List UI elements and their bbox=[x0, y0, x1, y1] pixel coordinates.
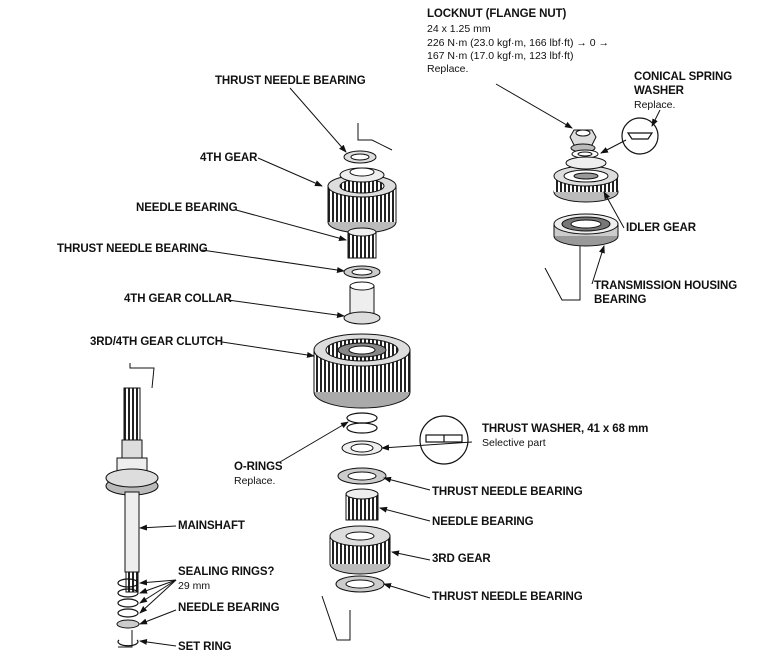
fourth-collar-label: 4TH GEAR COLLAR bbox=[124, 293, 232, 305]
locknut-torque-2: 167 N·m (17.0 kgf·m, 123 lbf·ft) bbox=[427, 50, 574, 62]
thrust-bottom-label: THRUST NEEDLE BEARING bbox=[432, 591, 583, 603]
idler-gear-part bbox=[553, 156, 619, 203]
thrust-needle-bearing-mid-part bbox=[337, 467, 387, 485]
locknut-size: 24 x 1.25 mm bbox=[427, 23, 491, 35]
third-gear-label: 3RD GEAR bbox=[432, 553, 491, 565]
needle-mid-label: NEEDLE BEARING bbox=[432, 516, 534, 528]
housing-bearing-label-2: BEARING bbox=[594, 294, 647, 306]
clutch-label: 3RD/4TH GEAR CLUTCH bbox=[90, 336, 223, 348]
mainshaft-part bbox=[105, 387, 159, 593]
needle-bearing-mid-part bbox=[345, 488, 379, 521]
clutch-part bbox=[313, 333, 411, 409]
leader-lines bbox=[139, 83, 661, 647]
needle-upper-label: NEEDLE BEARING bbox=[136, 202, 238, 214]
conical-washer-note: Replace. bbox=[634, 99, 676, 111]
axis-marks bbox=[118, 123, 581, 648]
needle-bearing-low-part bbox=[116, 619, 140, 629]
fourth-gear-part bbox=[327, 167, 397, 234]
set-ring-part bbox=[117, 639, 139, 647]
thrust-needle-bearing-bottom-part bbox=[335, 575, 385, 593]
set-ring-label: SET RING bbox=[178, 641, 232, 653]
housing-bearing-part bbox=[553, 213, 619, 247]
third-gear-part bbox=[329, 525, 391, 575]
locknut-title: LOCKNUT (FLANGE NUT) bbox=[427, 8, 567, 20]
thrust-washer-part bbox=[341, 440, 383, 456]
sealing-rings-part bbox=[117, 578, 139, 618]
conical-washer-detail bbox=[621, 117, 659, 155]
sealing-rings-label: SEALING RINGS? bbox=[178, 566, 275, 578]
idler-gear-label: IDLER GEAR bbox=[626, 222, 696, 234]
o-rings-note: Replace. bbox=[234, 475, 276, 487]
locknut-part bbox=[569, 129, 597, 153]
conical-washer-label-1: CONICAL SPRING bbox=[634, 71, 733, 83]
thrust-mid-label: THRUST NEEDLE BEARING bbox=[432, 486, 583, 498]
needle-bearing-upper-part bbox=[347, 227, 377, 259]
locknut-torque-1: 226 N·m (23.0 kgf·m, 166 lbf·ft) → 0 → bbox=[427, 37, 610, 49]
thrust-top-label: THRUST NEEDLE BEARING bbox=[215, 75, 366, 87]
thrust-washer-detail bbox=[419, 415, 469, 465]
thrust-washer-note: Selective part bbox=[482, 437, 546, 449]
thrust-needle-bearing-upper-part bbox=[343, 265, 381, 279]
needle-low-label: NEEDLE BEARING bbox=[178, 602, 280, 614]
thrust-needle-bearing-top-part bbox=[343, 150, 377, 164]
housing-bearing-label-1: TRANSMISSION HOUSING bbox=[594, 280, 738, 292]
o-rings-part bbox=[346, 412, 378, 434]
mainshaft-label: MAINSHAFT bbox=[178, 520, 245, 532]
locknut-note: Replace. bbox=[427, 63, 469, 75]
fourth-gear-collar-part bbox=[343, 281, 381, 325]
conical-washer-label-2: WASHER bbox=[634, 85, 684, 97]
o-rings-label: O-RINGS bbox=[234, 461, 283, 473]
thrust-upper-label: THRUST NEEDLE BEARING bbox=[57, 243, 208, 255]
sealing-rings-size: 29 mm bbox=[178, 580, 211, 592]
thrust-washer-label: THRUST WASHER, 41 x 68 mm bbox=[482, 423, 649, 435]
fourth-gear-label: 4TH GEAR bbox=[200, 152, 258, 164]
